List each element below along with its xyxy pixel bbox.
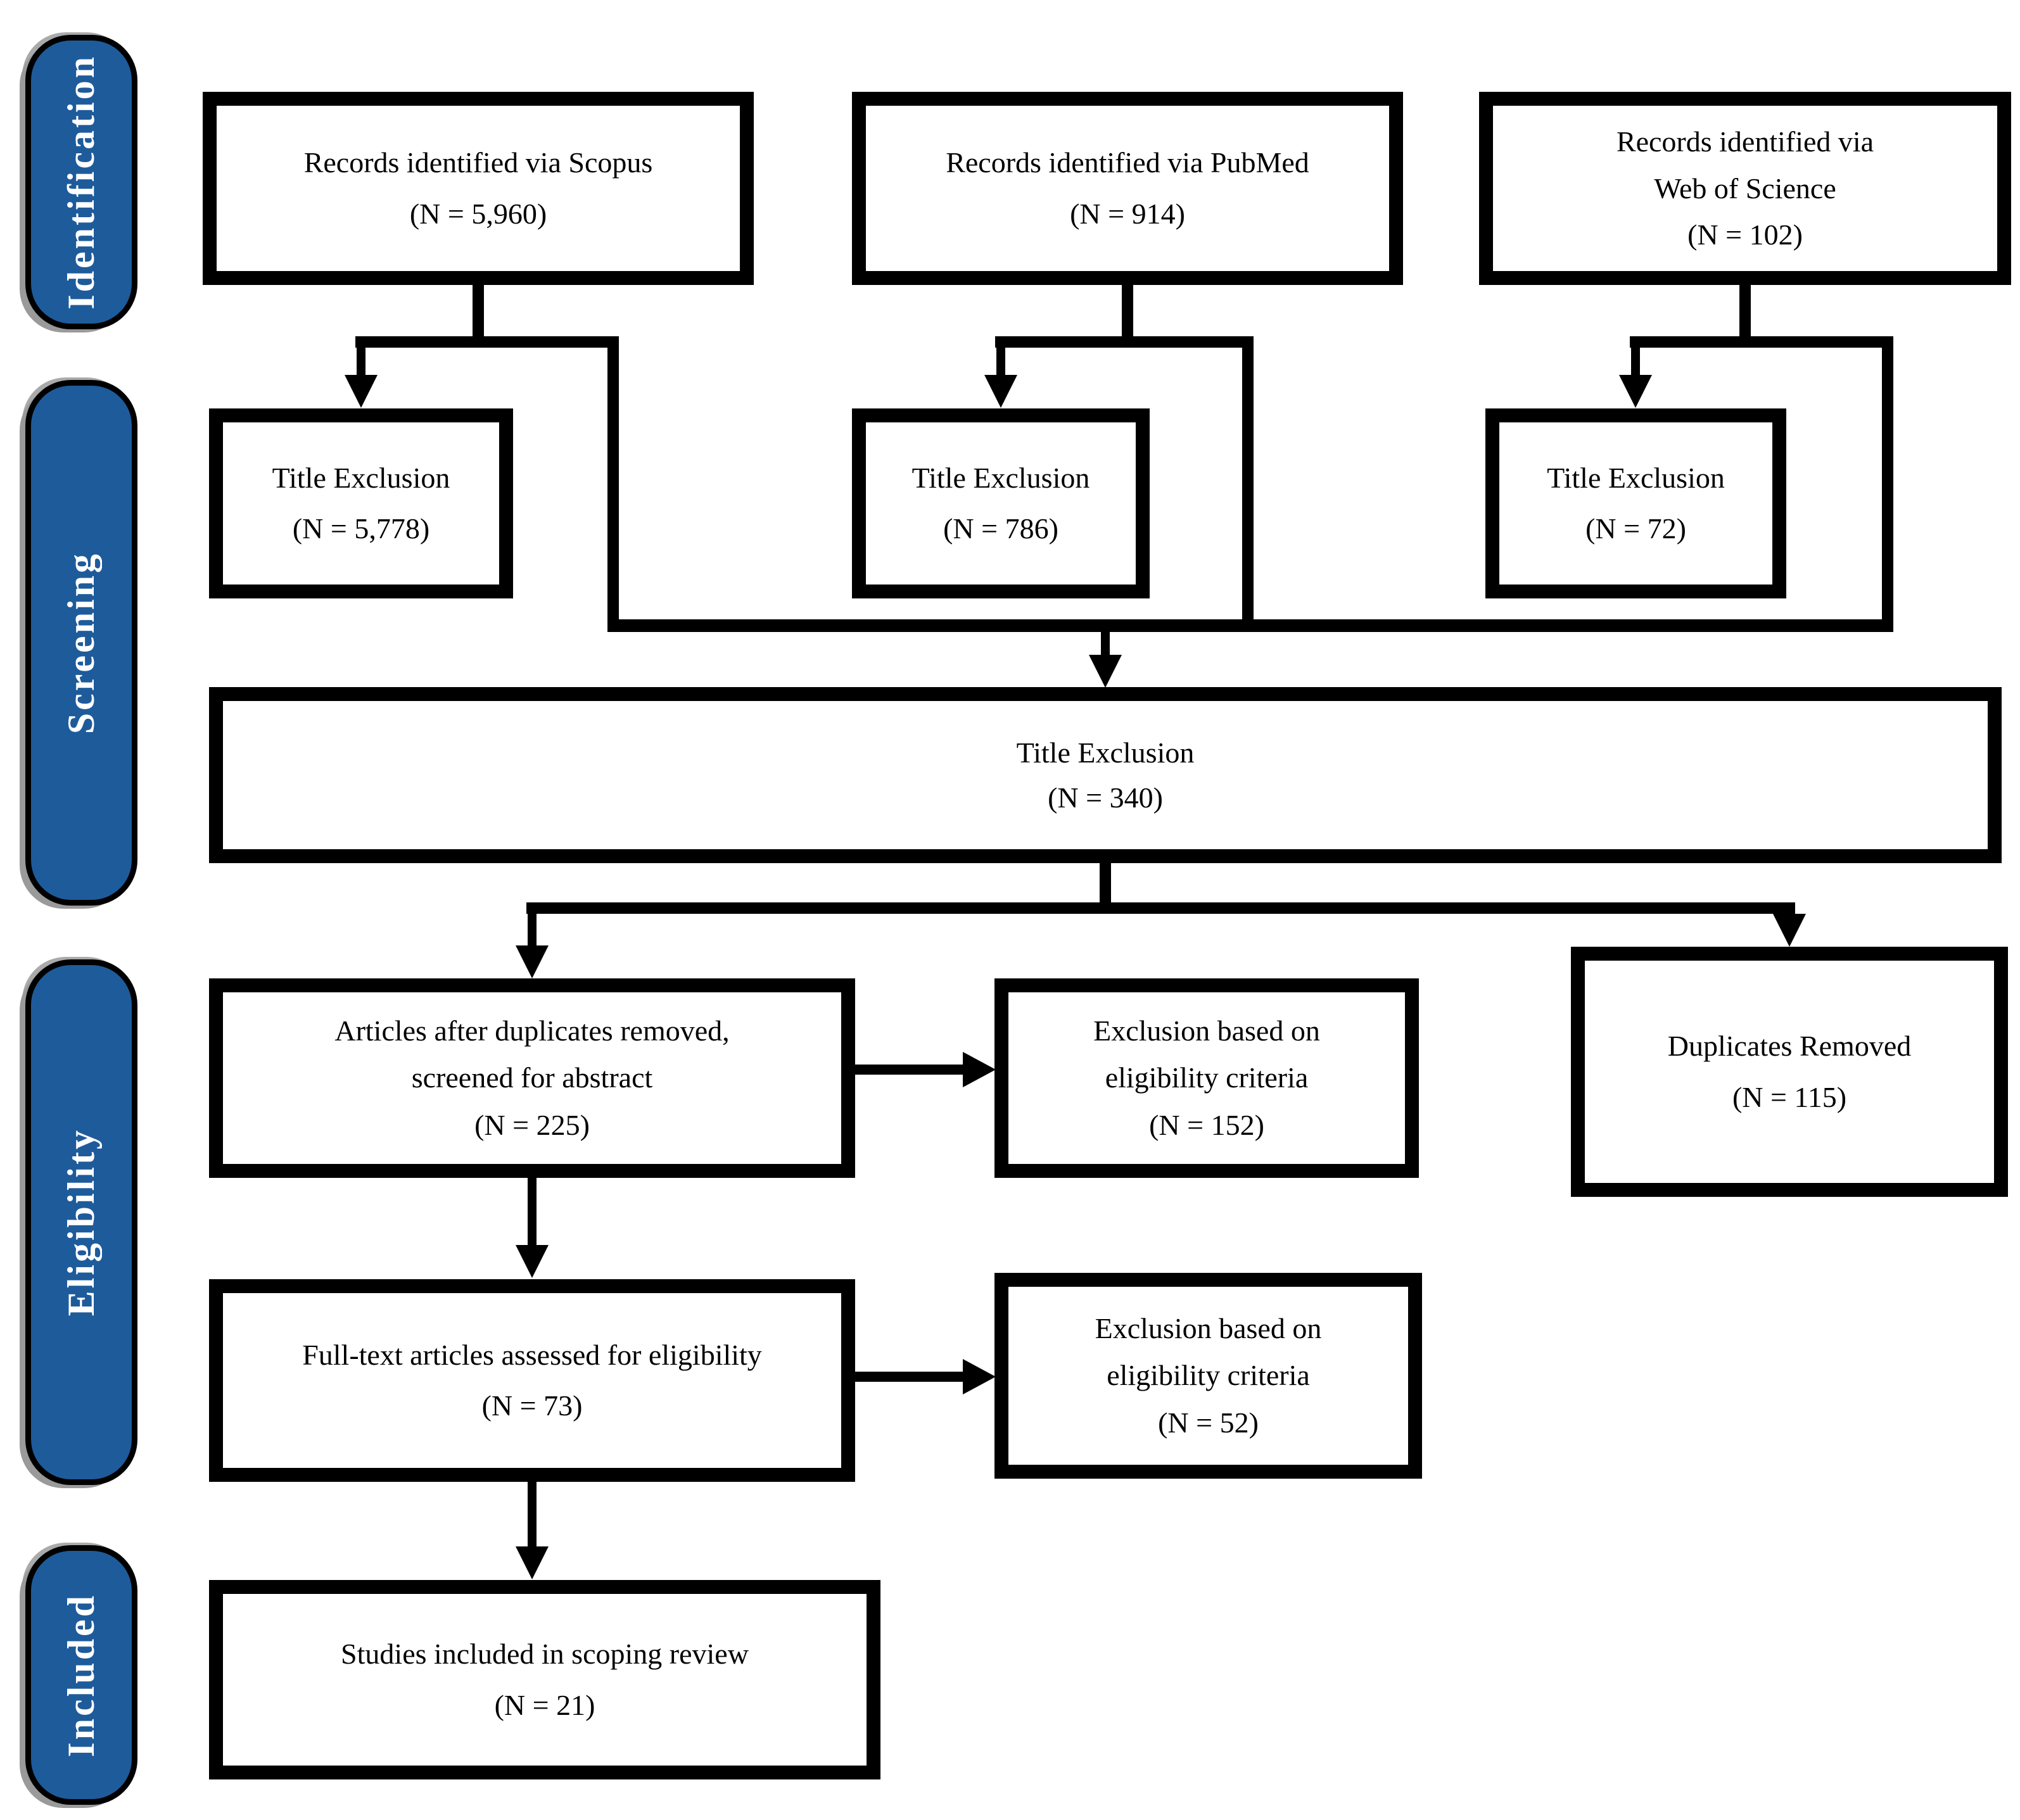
node-title-excl-pubmed-line: Title Exclusion bbox=[912, 461, 1090, 494]
node-title-excl-scopus-count: (N = 5,778) bbox=[292, 512, 430, 545]
arrowhead-into-exclusion-eligibility-2 bbox=[963, 1359, 996, 1394]
arrowhead-into-title-excl-pubmed bbox=[984, 375, 1017, 408]
node-exclusion-eligibility-1-line1: Exclusion based on bbox=[1093, 1014, 1320, 1047]
arrowhead-into-exclusion-eligibility-1 bbox=[963, 1052, 996, 1087]
node-duplicates-removed: Duplicates Removed (N = 115) bbox=[1571, 947, 2008, 1197]
node-duplicates-removed-count: (N = 115) bbox=[1732, 1080, 1847, 1113]
node-abstract-screened-line1: Articles after duplicates removed, bbox=[334, 1014, 730, 1047]
node-fulltext-assessed-count: (N = 73) bbox=[481, 1389, 583, 1422]
node-records-pubmed-count: (N = 914) bbox=[1070, 197, 1185, 230]
node-title-excl-combined: Title Exclusion (N = 340) bbox=[209, 687, 2002, 863]
node-records-wos: Records identified via Web of Science (N… bbox=[1479, 92, 2011, 285]
connector-distribution-line bbox=[526, 902, 1795, 914]
connector-abstract-to-exclusion-shaft bbox=[855, 1065, 964, 1075]
node-title-excl-wos-count: (N = 72) bbox=[1585, 512, 1686, 545]
node-fulltext-assessed: Full-text articles assessed for eligibil… bbox=[209, 1279, 855, 1482]
connector-wos-stub bbox=[1739, 279, 1751, 342]
node-exclusion-eligibility-2-line2: eligibility criteria bbox=[1107, 1359, 1310, 1392]
connector-pubmed-right-drop bbox=[1242, 336, 1254, 631]
node-abstract-screened-count: (N = 225) bbox=[474, 1108, 590, 1141]
connector-scopus-stub bbox=[473, 279, 484, 342]
node-title-excl-scopus: Title Exclusion (N = 5,778) bbox=[209, 408, 513, 598]
arrowhead-into-title-excl-wos bbox=[1619, 375, 1652, 408]
connector-fulltext-to-included-shaft bbox=[528, 1482, 537, 1548]
node-records-scopus-count: (N = 5,960) bbox=[409, 197, 547, 230]
arrowhead-into-abstract-screened bbox=[516, 945, 549, 978]
connector-wos-right-drop bbox=[1882, 336, 1893, 631]
connector-pubmed-branch bbox=[995, 336, 1254, 348]
arrowhead-into-duplicates-removed bbox=[1773, 914, 1806, 947]
node-exclusion-eligibility-2-line1: Exclusion based on bbox=[1095, 1311, 1322, 1344]
node-abstract-screened-line2: screened for abstract bbox=[411, 1061, 653, 1094]
connector-scopus-right-drop bbox=[607, 336, 619, 631]
node-records-pubmed-line: Records identified via PubMed bbox=[946, 146, 1309, 179]
node-title-excl-combined-line: Title Exclusion bbox=[1016, 736, 1195, 769]
node-exclusion-eligibility-1-line2: eligibility criteria bbox=[1105, 1061, 1309, 1094]
node-fulltext-assessed-line: Full-text articles assessed for eligibil… bbox=[302, 1338, 762, 1371]
connector-wos-arrow-shaft bbox=[1631, 345, 1640, 377]
node-title-excl-wos-line: Title Exclusion bbox=[1547, 461, 1725, 494]
stage-identification-label: Identification bbox=[60, 54, 102, 310]
node-records-wos-count: (N = 102) bbox=[1687, 218, 1803, 251]
stage-included: Included bbox=[25, 1545, 137, 1805]
arrowhead-into-included-studies bbox=[516, 1546, 549, 1579]
connector-pubmed-stub bbox=[1122, 279, 1133, 342]
node-title-excl-pubmed: Title Exclusion (N = 786) bbox=[852, 408, 1150, 598]
arrowhead-into-title-excl-combined bbox=[1089, 655, 1122, 688]
connector-scopus-branch bbox=[355, 336, 619, 348]
node-included-studies-count: (N = 21) bbox=[494, 1688, 595, 1721]
stage-identification: Identification bbox=[25, 35, 137, 329]
connector-pubmed-arrow-shaft bbox=[996, 345, 1005, 377]
stage-eligibility-label: Eligibility bbox=[60, 1128, 102, 1317]
node-title-excl-scopus-line: Title Exclusion bbox=[272, 461, 450, 494]
node-exclusion-eligibility-2-count: (N = 52) bbox=[1158, 1406, 1259, 1439]
node-duplicates-removed-line: Duplicates Removed bbox=[1667, 1030, 1912, 1062]
arrowhead-into-fulltext-assessed bbox=[516, 1245, 549, 1278]
connector-wos-branch bbox=[1630, 336, 1893, 348]
stage-eligibility: Eligibility bbox=[25, 959, 137, 1485]
connector-combined-stub bbox=[1100, 863, 1111, 908]
connector-fulltext-to-exclusion-shaft bbox=[855, 1372, 964, 1382]
node-title-excl-wos: Title Exclusion (N = 72) bbox=[1485, 408, 1786, 598]
node-exclusion-eligibility-2: Exclusion based on eligibility criteria … bbox=[994, 1273, 1422, 1479]
node-included-studies-line: Studies included in scoping review bbox=[341, 1638, 749, 1670]
stage-screening: Screening bbox=[25, 380, 137, 906]
node-exclusion-eligibility-1-count: (N = 152) bbox=[1149, 1108, 1264, 1141]
connector-collector-line bbox=[607, 619, 1893, 632]
node-title-excl-combined-count: (N = 340) bbox=[1048, 781, 1163, 814]
node-included-studies: Studies included in scoping review (N = … bbox=[209, 1580, 880, 1779]
node-records-wos-line2: Web of Science bbox=[1654, 172, 1836, 205]
connector-distribution-left-shaft bbox=[528, 914, 537, 947]
node-title-excl-pubmed-count: (N = 786) bbox=[943, 512, 1058, 545]
node-records-scopus-line: Records identified via Scopus bbox=[303, 146, 653, 179]
connector-scopus-arrow-shaft bbox=[357, 345, 365, 377]
node-records-wos-line1: Records identified via bbox=[1616, 125, 1874, 158]
stage-included-label: Included bbox=[60, 1593, 102, 1757]
connector-collector-arrow-shaft bbox=[1101, 631, 1110, 656]
stage-screening-label: Screening bbox=[60, 551, 102, 735]
node-records-scopus: Records identified via Scopus (N = 5,960… bbox=[203, 92, 754, 285]
node-exclusion-eligibility-1: Exclusion based on eligibility criteria … bbox=[994, 978, 1419, 1178]
node-abstract-screened: Articles after duplicates removed, scree… bbox=[209, 978, 855, 1178]
node-records-pubmed: Records identified via PubMed (N = 914) bbox=[852, 92, 1403, 285]
arrowhead-into-title-excl-scopus bbox=[345, 375, 378, 408]
connector-abstract-to-fulltext-shaft bbox=[528, 1178, 537, 1246]
